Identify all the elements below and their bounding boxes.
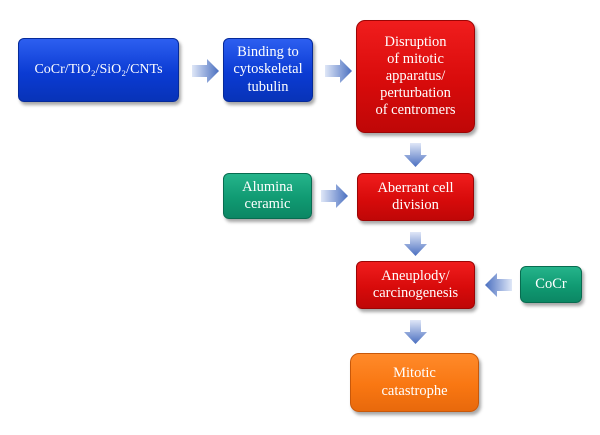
arrow-aberrant-to-aneuplody xyxy=(404,232,427,256)
node-aberrant-label: Aberrant cell division xyxy=(377,179,454,213)
node-alumina: Alumina ceramic xyxy=(223,173,312,219)
arrow-aneuplody-to-mitotic xyxy=(404,320,427,344)
arrow-disruption-to-aberrant xyxy=(404,143,427,167)
node-disruption: Disruption of mitotic apparatus/ perturb… xyxy=(356,20,475,133)
node-alumina-label: Alumina ceramic xyxy=(242,178,293,212)
node-mitotic: Mitotic catastrophe xyxy=(350,353,479,412)
node-disruption-label: Disruption of mitotic apparatus/ perturb… xyxy=(375,33,456,119)
arrow-alumina-to-aberrant xyxy=(321,184,348,208)
node-cocr: CoCr xyxy=(520,266,582,303)
node-materials: CoCr/TiO₂/SiO₂/CNTs xyxy=(18,38,179,102)
node-aneuplody-label: Aneuplody/ carcinogenesis xyxy=(372,267,459,301)
node-cocr-label: CoCr xyxy=(535,275,567,292)
node-binding: Binding to cytoskeletal tubulin xyxy=(223,38,313,102)
arrow-cocr-to-aneuplody xyxy=(485,273,512,297)
arrow-binding-to-disruption xyxy=(325,59,352,83)
node-materials-label: CoCr/TiO₂/SiO₂/CNTs xyxy=(34,61,163,77)
node-aberrant: Aberrant cell division xyxy=(357,173,474,221)
arrow-materials-to-binding xyxy=(192,59,219,83)
node-binding-label: Binding to cytoskeletal tubulin xyxy=(233,44,303,95)
node-aneuplody: Aneuplody/ carcinogenesis xyxy=(356,261,475,309)
node-mitotic-label: Mitotic catastrophe xyxy=(381,365,448,399)
